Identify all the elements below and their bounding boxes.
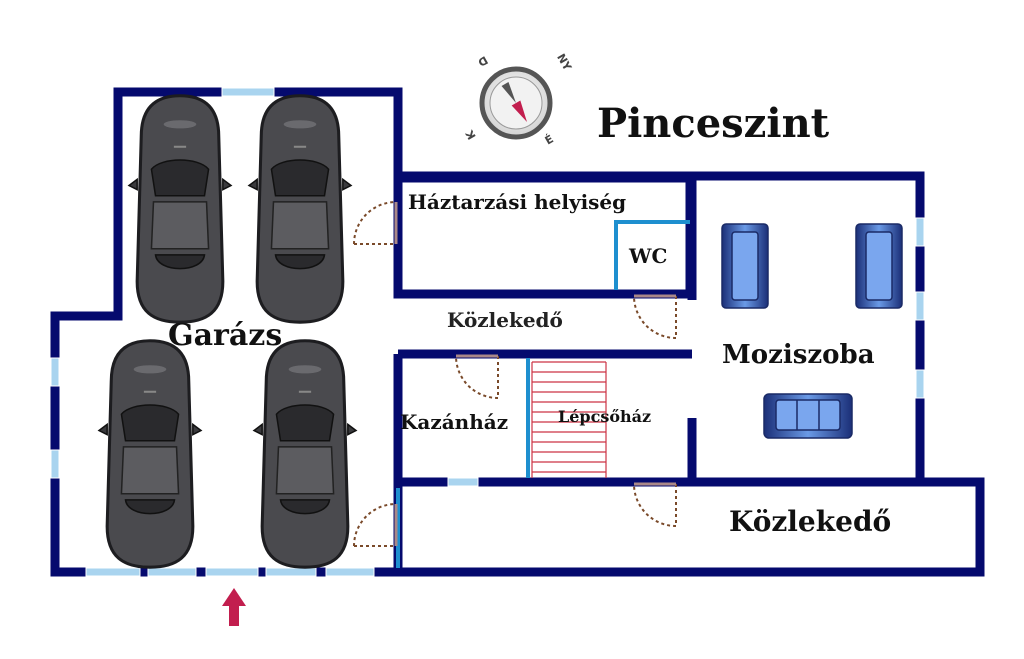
room-label-household: Háztarzási helyiség [408,190,627,214]
page-title: Pinceszint [597,100,830,147]
window [147,567,197,577]
car-icon [252,339,358,569]
window [50,449,60,479]
door-cinema-corridor [633,483,677,528]
armchair-icon [721,223,769,309]
doors [353,201,677,547]
window [221,87,275,97]
door-wc [633,295,677,340]
entrance-arrow-icon [222,588,246,626]
partitions [396,220,690,568]
window [265,567,317,577]
door-garage-household [353,201,397,245]
sofa-icon [763,393,853,439]
window [915,369,925,399]
compass-label-east: K [463,127,479,141]
room-label-corridor-lower: Közlekedő [729,505,892,538]
door-leaves [394,202,676,546]
staircase [531,361,607,478]
compass-label-south: D [476,53,490,69]
window [85,567,141,577]
compass-label-northwest: NY [554,52,574,74]
window [915,217,925,247]
window [50,357,60,387]
room-label-wc: WC [629,244,668,268]
window [447,477,479,487]
car-icon [97,339,203,569]
window [325,567,375,577]
room-label-stairs: Lépcsőház [558,407,652,426]
walls [50,87,985,577]
compass-icon [479,66,553,140]
armchair-icon [855,223,903,309]
room-label-boiler: Kazánház [400,410,509,434]
room-label-corridor-upper: Közlekedő [447,308,563,332]
window [205,567,259,577]
window [915,291,925,321]
room-label-cinema: Moziszoba [722,340,875,370]
windows [50,87,925,577]
door-boiler [455,355,499,400]
compass-label-north: É [543,132,556,147]
car-icon [247,94,353,324]
room-label-garage: Garázs [168,318,283,353]
wc-partition [614,220,690,290]
door-garage-corridor [353,503,397,547]
car-icon [127,94,233,324]
